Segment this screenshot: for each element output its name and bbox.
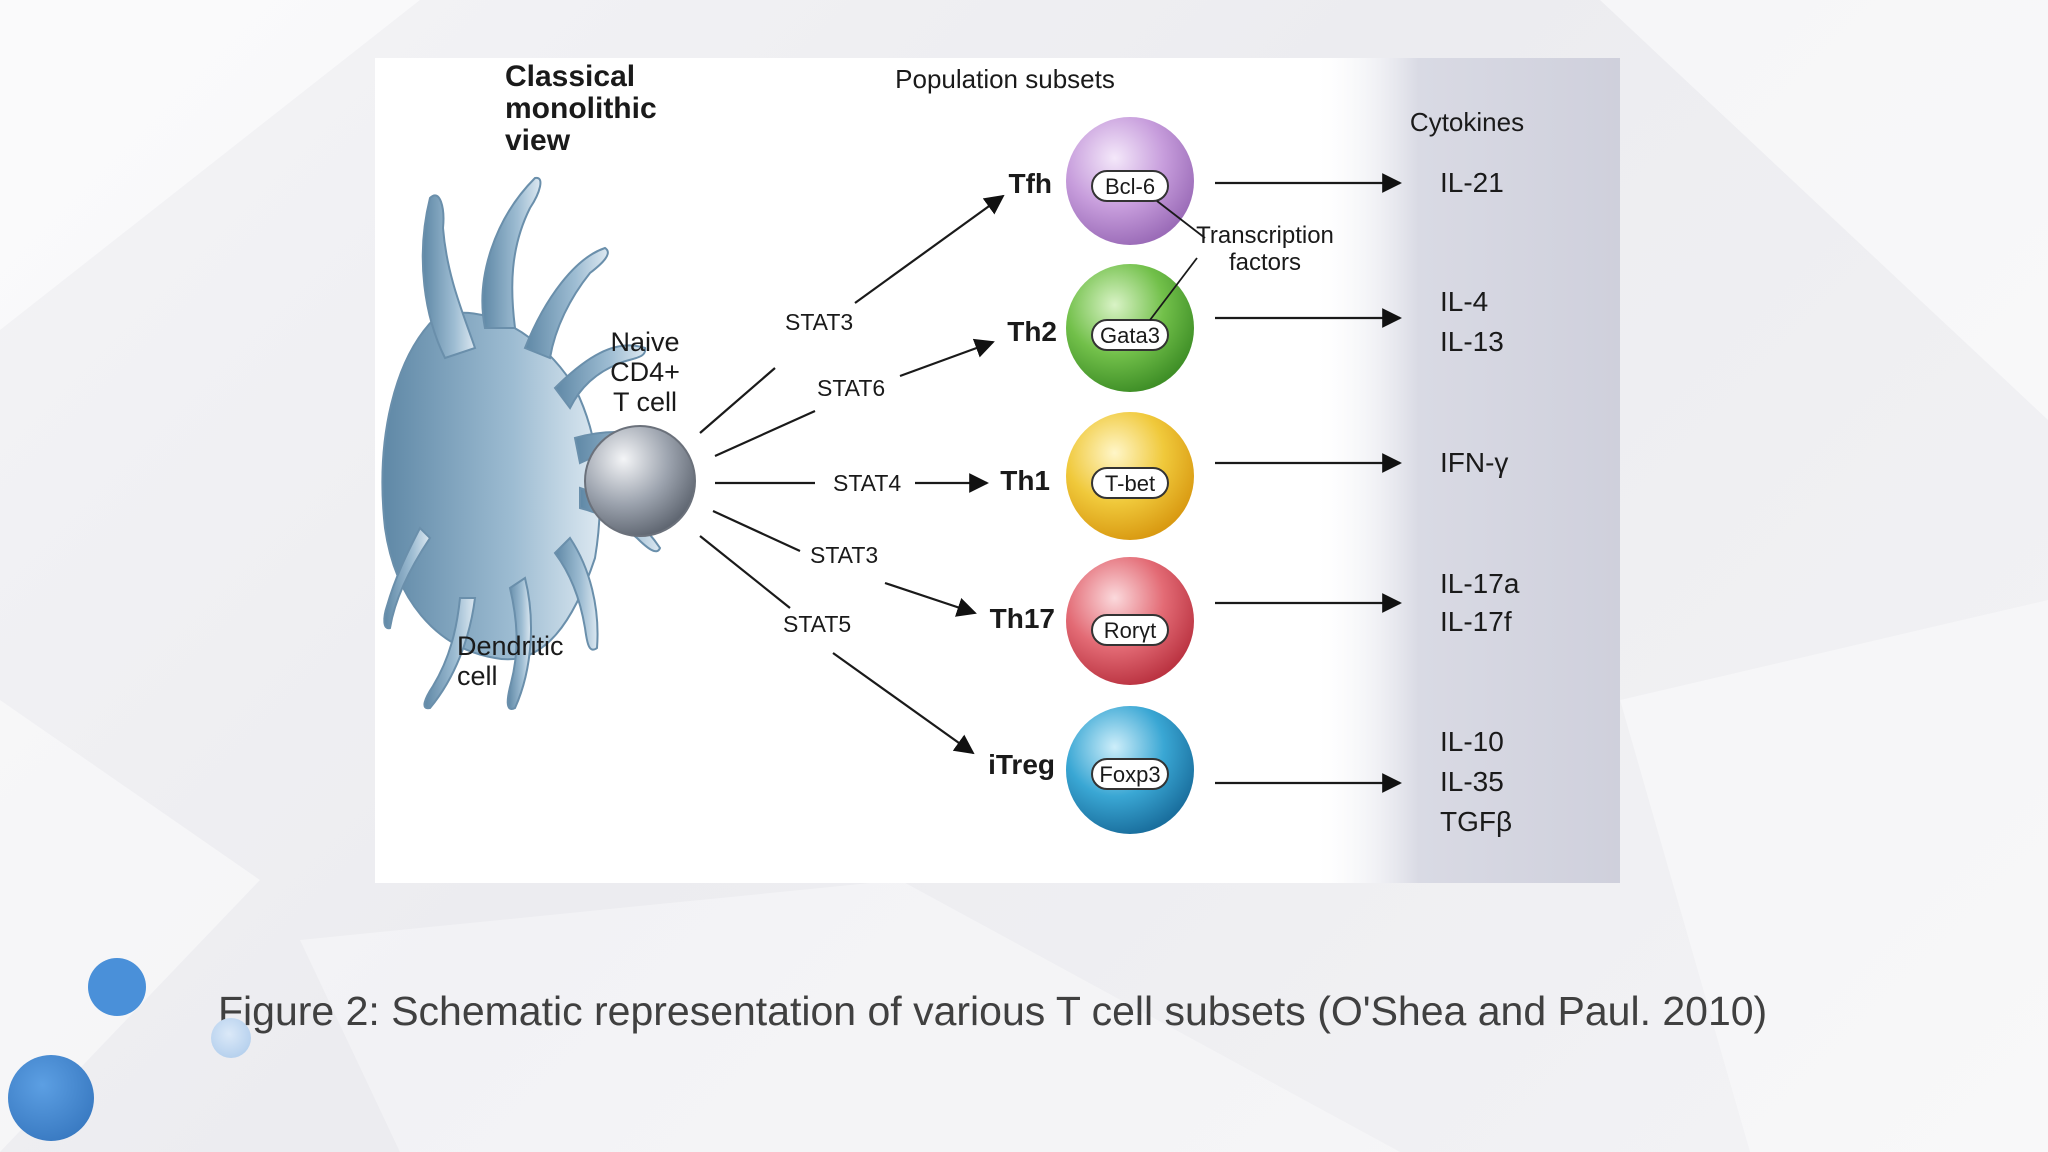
- stat-label-th17: STAT3: [810, 542, 878, 568]
- cytokine-il10: IL-10: [1440, 726, 1504, 757]
- path-th2-b: [899, 338, 995, 378]
- tf-pill-tfh: [1091, 170, 1169, 202]
- cytokine-il13: IL-13: [1440, 326, 1504, 357]
- path-itreg-b: [832, 652, 975, 755]
- path-tfh-a: [699, 367, 776, 434]
- figure-panel: Classical monolithic view Population sub…: [375, 58, 1620, 883]
- stat-label-th1: STAT4: [833, 470, 901, 496]
- tf-label-th17: Rorγt: [1104, 618, 1157, 643]
- path-tfh-b: [854, 194, 1005, 304]
- title-line-2: monolithic: [505, 92, 657, 125]
- tf-pointer-2: [1149, 257, 1198, 321]
- tf-label-th2: Gata3: [1100, 323, 1160, 348]
- cytokine-tgfb: TGFβ: [1440, 806, 1512, 837]
- decorative-dot-large: [88, 958, 146, 1016]
- figure-caption: Figure 2: Schematic representation of va…: [218, 988, 1768, 1034]
- subset-name-th1: Th1: [1000, 465, 1050, 496]
- decorative-dot-corner: [8, 1055, 94, 1141]
- stat-label-tfh: STAT3: [785, 309, 853, 335]
- stat-label-itreg: STAT5: [783, 611, 851, 637]
- path-itreg-a: [699, 535, 791, 609]
- tf-note-line-2: factors: [1229, 249, 1301, 276]
- subset-name-th17: Th17: [990, 603, 1055, 634]
- tf-pill-th2: [1091, 319, 1169, 351]
- cytokine-band: [1310, 58, 1620, 883]
- tf-note-line-1: Transcription: [1196, 222, 1334, 249]
- cytokine-il17f: IL-17f: [1440, 606, 1512, 637]
- tf-pill-th17: [1091, 614, 1169, 646]
- tf-label-itreg: Foxp3: [1099, 762, 1160, 787]
- naive-cd4-t-cell: [584, 425, 696, 537]
- cytokine-il4: IL-4: [1440, 286, 1488, 317]
- tf-pointer-1: [1156, 200, 1206, 239]
- path-th17-a: [712, 510, 801, 552]
- subset-name-th2: Th2: [1007, 316, 1057, 347]
- stat-label-th2: STAT6: [817, 375, 885, 401]
- t-cell-subset-diagram: Classical monolithic view Population sub…: [381, 58, 1620, 883]
- cytokine-il17a: IL-17a: [1440, 568, 1520, 599]
- tf-pill-th1: [1091, 467, 1169, 499]
- title-line-3: view: [505, 124, 571, 157]
- tf-label-th1: T-bet: [1105, 471, 1155, 496]
- subset-name-tfh: Tfh: [1008, 168, 1052, 199]
- tf-pill-itreg: [1091, 758, 1169, 790]
- title-line-1: Classical: [505, 60, 635, 93]
- naive-label-3: T cell: [613, 387, 677, 417]
- dendritic-label-1: Dendritic: [457, 631, 564, 661]
- population-subsets-header: Population subsets: [895, 64, 1115, 94]
- path-th17-b: [884, 581, 977, 617]
- subset-name-itreg: iTreg: [988, 749, 1055, 780]
- naive-label-2: CD4+: [610, 357, 680, 387]
- path-th2-a: [714, 409, 816, 458]
- cytokine-il21: IL-21: [1440, 167, 1504, 198]
- decorative-dot-small: [211, 1018, 251, 1058]
- cytokine-ifng: IFN-γ: [1440, 447, 1508, 478]
- tf-label-tfh: Bcl-6: [1105, 174, 1155, 199]
- naive-label-1: Naive: [610, 327, 679, 357]
- cytokines-header: Cytokines: [1410, 107, 1524, 137]
- cytokine-il35: IL-35: [1440, 766, 1504, 797]
- dendritic-label-2: cell: [457, 661, 498, 691]
